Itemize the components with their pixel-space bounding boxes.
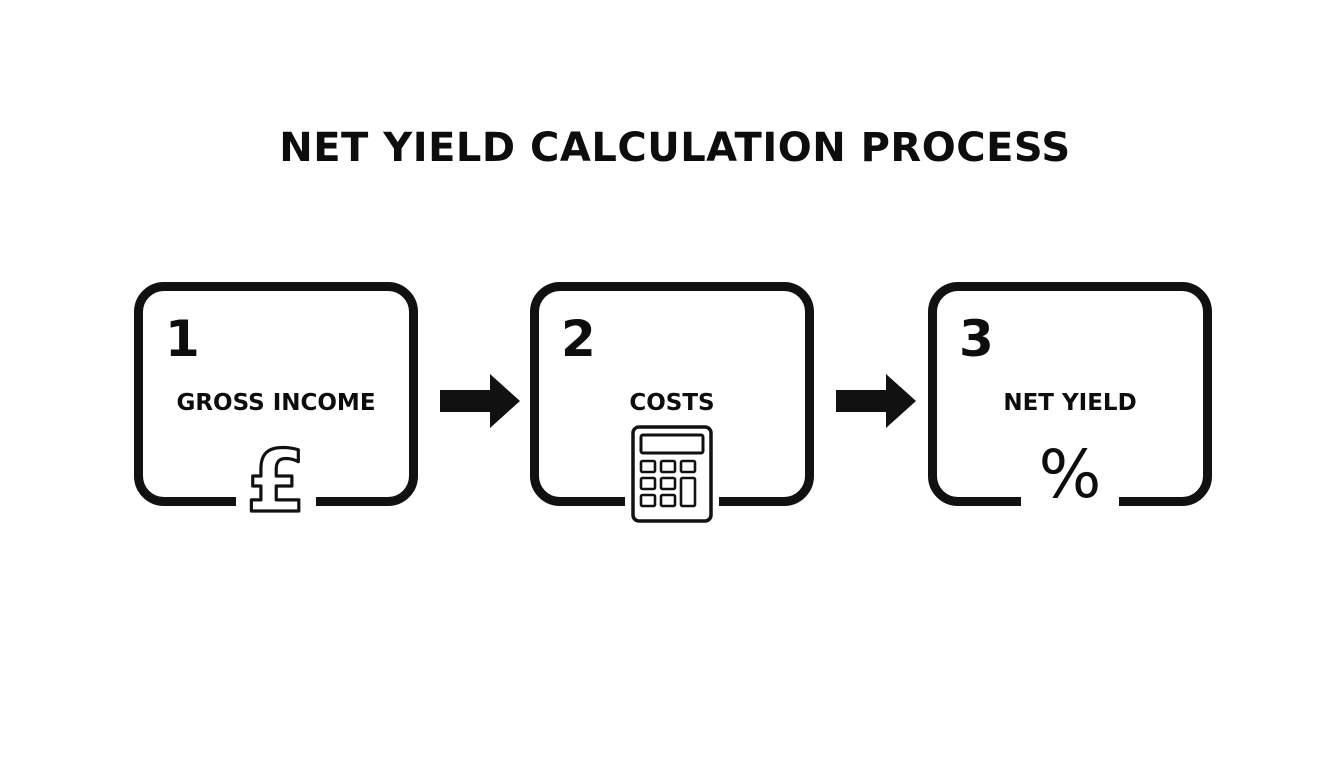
percent-icon: %: [1021, 435, 1119, 515]
step-net-yield: 3 NET YIELD %: [928, 282, 1212, 515]
pound-sterling-icon: £: [236, 431, 316, 527]
svg-text:£: £: [246, 432, 306, 527]
step-number: 1: [165, 310, 200, 368]
step-costs: 2 COSTS: [530, 282, 814, 533]
step-number: 3: [959, 310, 994, 368]
diagram-title: NET YIELD CALCULATION PROCESS: [279, 125, 1071, 171]
step-label: NET YIELD: [1003, 390, 1137, 416]
arrow-right-icon: [836, 374, 916, 428]
step-number: 2: [561, 310, 596, 368]
arrow-right-icon: [440, 374, 520, 428]
step-label: GROSS INCOME: [176, 390, 376, 416]
calculator-icon: [625, 423, 719, 533]
step-gross-income: 1 GROSS INCOME £: [134, 282, 418, 527]
step-label: COSTS: [629, 390, 715, 416]
